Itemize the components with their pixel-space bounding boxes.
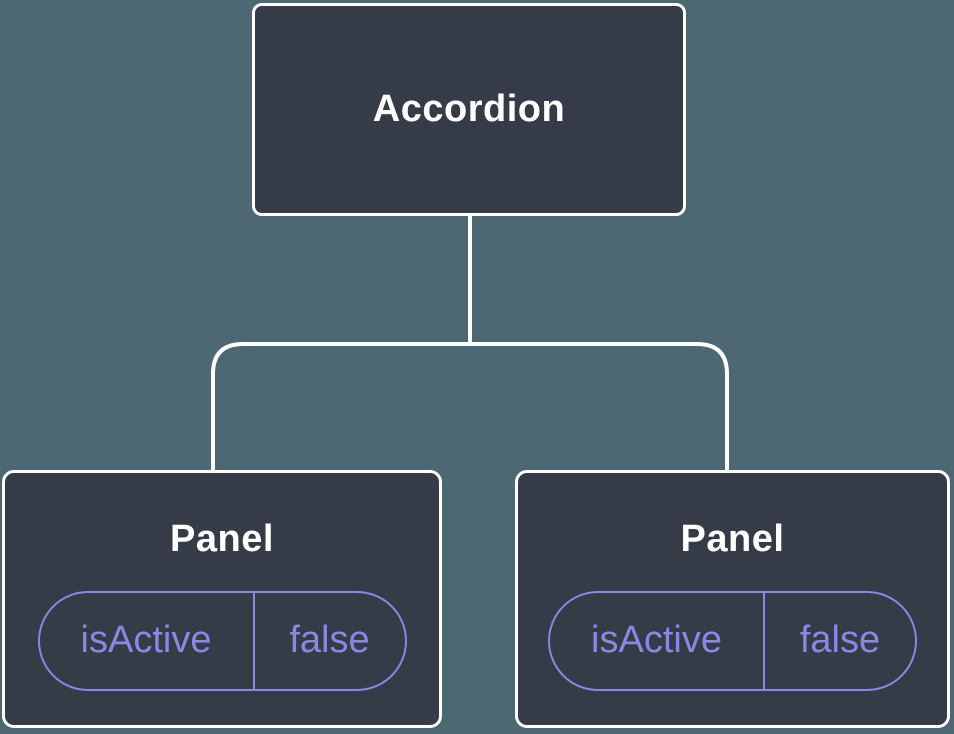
panel-node-right: Panel isActive false <box>515 470 950 728</box>
state-name: isActive <box>80 619 212 662</box>
state-pill: isActive false <box>37 590 407 691</box>
panel-node-label: Panel <box>680 518 785 560</box>
state-pill: isActive false <box>548 590 917 691</box>
children-bracket-line <box>211 342 729 471</box>
state-value: false <box>252 592 405 689</box>
state-name: isActive <box>591 619 722 662</box>
accordion-node-label: Accordion <box>372 87 566 130</box>
panel-node-left: Panel isActive false <box>2 470 442 728</box>
state-value: false <box>763 592 915 689</box>
accordion-node: Accordion <box>252 3 686 216</box>
panel-node-label: Panel <box>170 518 274 560</box>
